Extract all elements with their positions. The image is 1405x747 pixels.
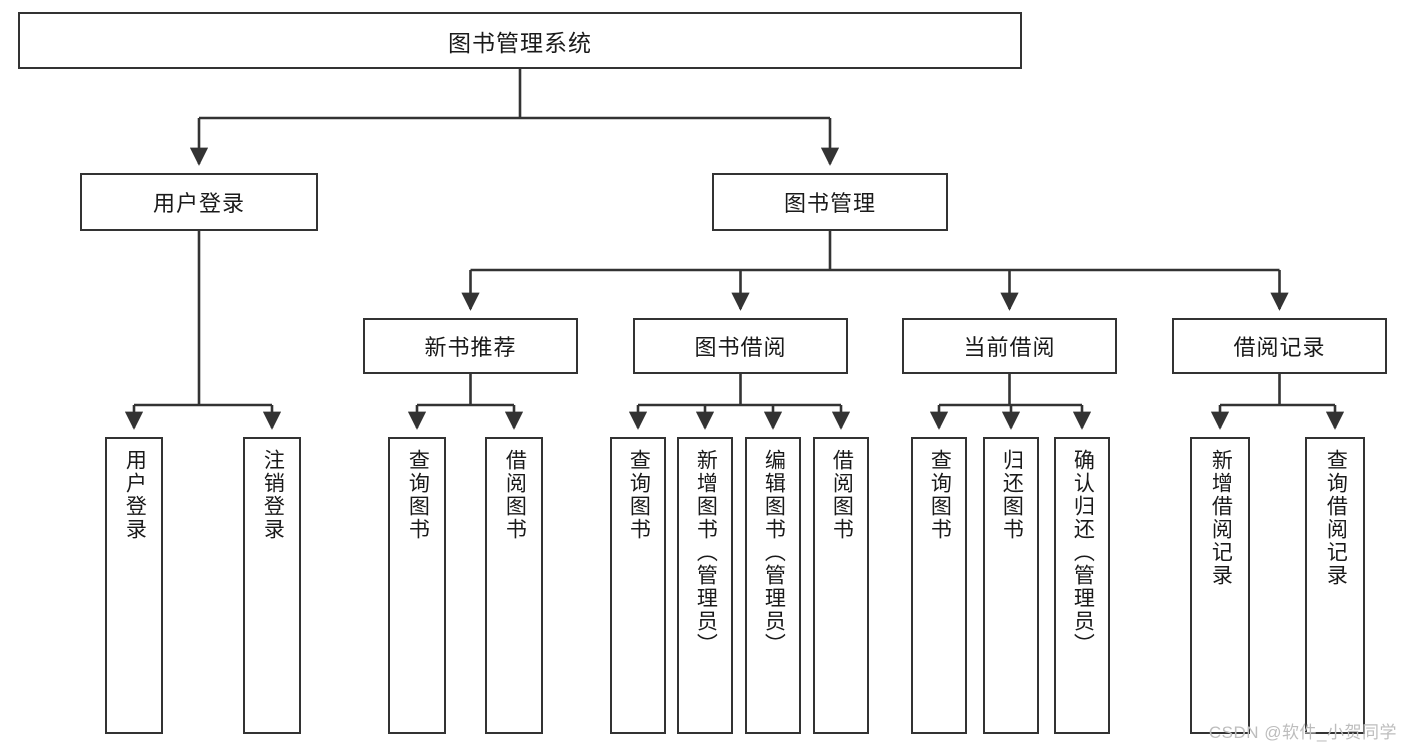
node-user-login[interactable]: 用户登录 <box>80 173 318 231</box>
node-leaf-query-book-2[interactable]: 查询图书 <box>610 437 666 734</box>
node-leaf-user-login[interactable]: 用户登录 <box>105 437 163 734</box>
node-leaf-return-book[interactable]: 归还图书 <box>983 437 1039 734</box>
node-leaf-logout[interactable]: 注销登录 <box>243 437 301 734</box>
node-borrow-record[interactable]: 借阅记录 <box>1172 318 1387 374</box>
node-leaf-edit-book-label: 编辑图书（管理员） <box>762 449 786 656</box>
node-leaf-add-record-label: 新增借阅记录 <box>1209 449 1233 587</box>
node-leaf-query-record-label: 查询借阅记录 <box>1324 449 1348 587</box>
node-root-label: 图书管理系统 <box>448 29 592 56</box>
node-leaf-confirm-return-label: 确认归还（管理员） <box>1071 449 1095 656</box>
node-leaf-borrow-book-2[interactable]: 借阅图书 <box>813 437 869 734</box>
node-book-manage-label: 图书管理 <box>783 191 876 216</box>
node-user-login-label: 用户登录 <box>152 191 245 216</box>
node-leaf-borrow-book-2-label: 借阅图书 <box>830 449 854 541</box>
node-leaf-borrow-book-1-label: 借阅图书 <box>503 449 527 541</box>
node-leaf-user-login-label: 用户登录 <box>123 449 147 541</box>
node-leaf-query-record[interactable]: 查询借阅记录 <box>1305 437 1365 734</box>
node-leaf-query-book-2-label: 查询图书 <box>627 449 651 541</box>
node-leaf-query-book-3-label: 查询图书 <box>928 449 952 541</box>
node-book-borrow[interactable]: 图书借阅 <box>633 318 848 374</box>
csdn-watermark: CSDN @软件_小贺同学 <box>1208 723 1397 742</box>
node-leaf-logout-label: 注销登录 <box>261 449 285 541</box>
node-current-borrow-label: 当前借阅 <box>963 335 1056 360</box>
node-leaf-query-book-1[interactable]: 查询图书 <box>388 437 446 734</box>
node-book-manage[interactable]: 图书管理 <box>712 173 948 231</box>
node-leaf-query-book-1-label: 查询图书 <box>406 449 430 541</box>
node-leaf-borrow-book-1[interactable]: 借阅图书 <box>485 437 543 734</box>
node-root[interactable]: 图书管理系统 <box>18 12 1022 69</box>
node-leaf-add-book[interactable]: 新增图书（管理员） <box>677 437 733 734</box>
node-leaf-add-book-label: 新增图书（管理员） <box>694 449 718 656</box>
node-current-borrow[interactable]: 当前借阅 <box>902 318 1117 374</box>
node-book-borrow-label: 图书借阅 <box>694 335 787 360</box>
node-borrow-record-label: 借阅记录 <box>1233 335 1326 360</box>
node-leaf-confirm-return[interactable]: 确认归还（管理员） <box>1054 437 1110 734</box>
node-leaf-return-book-label: 归还图书 <box>1000 449 1024 541</box>
node-leaf-edit-book[interactable]: 编辑图书（管理员） <box>745 437 801 734</box>
node-leaf-add-record[interactable]: 新增借阅记录 <box>1190 437 1250 734</box>
node-new-book-recommend-label: 新书推荐 <box>424 335 517 360</box>
node-new-book-recommend[interactable]: 新书推荐 <box>363 318 578 374</box>
node-leaf-query-book-3[interactable]: 查询图书 <box>911 437 967 734</box>
